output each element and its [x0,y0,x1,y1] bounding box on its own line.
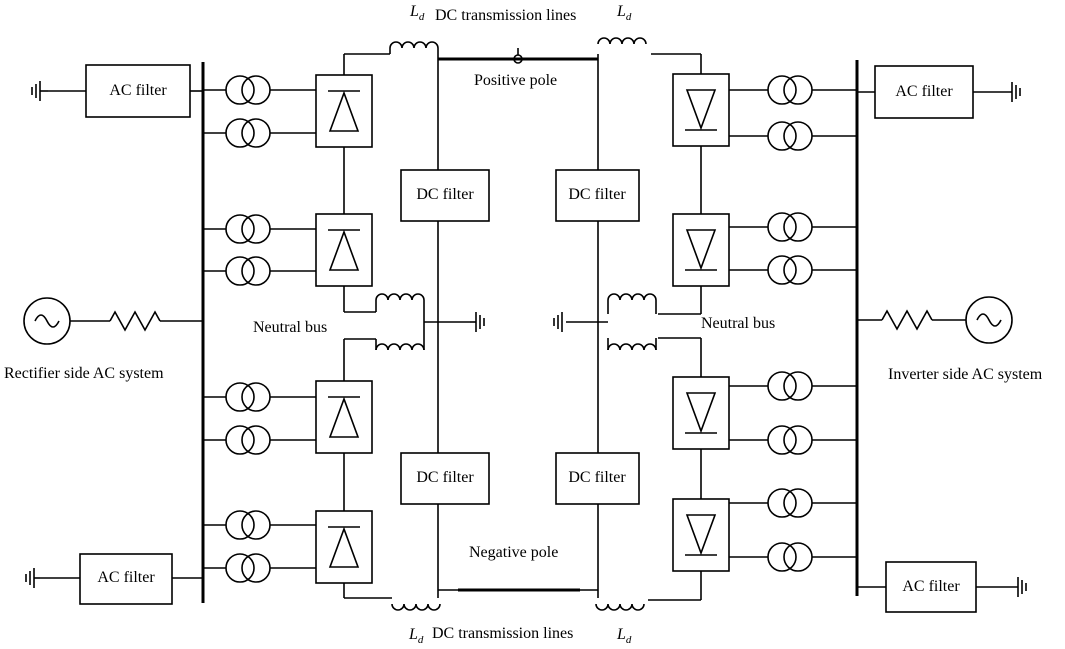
rect-group-0-valve-box [315,74,373,148]
ac-filter-bottom-left-box [79,553,173,605]
inv-group-1-valve-diode [685,229,717,271]
neutral-bus-right-label: Neutral bus [701,315,776,332]
rect-group-0-xfmr2-coil-b [241,118,271,148]
rect-group-1-xfmr2-coil-a [225,256,255,286]
neutral-bus-left-label: Neutral bus [253,319,328,336]
neutral-coil-left-bot [375,343,425,351]
negative-pole-label: Negative pole [469,544,559,561]
ac-filter-bottom-right-label: AC filter [902,578,960,595]
inv-group-0-xfmr1-coil-a [767,75,797,105]
inv-group-2-valve-diode [685,392,717,434]
dc-filter-bottom-left-box [400,452,490,505]
ld-top-right-label: Ld [617,3,632,24]
rect-group-3-xfmr1-coil-a [225,510,255,540]
rect-group-2-xfmr1-coil-a [225,382,255,412]
inductor-top-left [389,41,439,49]
inv-group-1-xfmr2-coil-a [767,255,797,285]
ac-filter-top-right-label: AC filter [895,83,953,100]
inv-group-2-valve-box [672,376,730,450]
rect-group-1-valve-diode [328,229,360,271]
ac-filter-bottom-left-label: AC filter [97,569,155,586]
ac-source-left-wave [34,314,60,328]
rect-group-3-xfmr1-coil-b [241,510,271,540]
inv-group-1-xfmr1-coil-b [783,212,813,242]
rect-group-2-valve-diode [328,396,360,438]
ld-bottom-right-label: Ld [617,626,632,647]
rect-group-2-xfmr2-coil-a [225,425,255,455]
rect-group-3-xfmr2-coil-b [241,553,271,583]
dc-lines-top-label: DC transmission lines [435,7,577,24]
rect-group-2-xfmr1-coil-b [241,382,271,412]
rect-group-1-xfmr1-coil-b [241,214,271,244]
inv-group-0-valve-diode [685,89,717,131]
inv-group-3-valve-diode [685,514,717,556]
inductor-bottom-left [391,603,441,611]
inductor-bottom-right [595,603,645,611]
inv-group-1-xfmr2-coil-b [783,255,813,285]
inv-group-2-xfmr2-coil-b [783,425,813,455]
dc-filter-bottom-left-label: DC filter [416,469,474,486]
positive-pole-label: Positive pole [474,72,558,89]
resistor-left [109,310,161,332]
inv-group-3-xfmr1-coil-b [783,488,813,518]
rect-group-0-valve-diode [328,90,360,132]
rect-group-3-xfmr2-coil-a [225,553,255,583]
dc-filter-top-right-box [555,169,640,222]
dc-filter-top-right-label: DC filter [568,186,626,203]
rect-group-1-valve-box [315,213,373,287]
rect-group-2-valve-box [315,380,373,454]
rect-group-0-xfmr2-coil-a [225,118,255,148]
inv-group-0-xfmr2-coil-b [783,121,813,151]
inv-group-3-xfmr2-coil-b [783,542,813,572]
neutral-coil-left-top [375,293,425,301]
inv-group-3-valve-box [672,498,730,572]
inv-group-2-xfmr2-coil-a [767,425,797,455]
rect-group-0-xfmr1-coil-b [241,75,271,105]
dc-filter-bottom-right-label: DC filter [568,469,626,486]
neutral-coil-right-bot [607,343,657,351]
inv-group-3-xfmr1-coil-a [767,488,797,518]
inv-group-2-xfmr1-coil-a [767,371,797,401]
rect-group-2-xfmr2-coil-b [241,425,271,455]
dc-lines-bottom-label: DC transmission lines [432,625,574,642]
dc-filter-top-left-box [400,169,490,222]
rect-group-1-xfmr1-coil-a [225,214,255,244]
inv-group-3-xfmr2-coil-a [767,542,797,572]
inv-group-1-valve-box [672,213,730,287]
ld-top-left-label: Ld [410,3,425,24]
inv-group-0-valve-box [672,73,730,147]
neutral-coil-right-top [607,293,657,301]
dc-filter-top-left-label: DC filter [416,186,474,203]
ac-filter-top-left-label: AC filter [109,82,167,99]
rect-group-0-xfmr1-coil-a [225,75,255,105]
ld-bottom-left-label: Ld [409,626,424,647]
inv-group-1-xfmr1-coil-a [767,212,797,242]
rect-group-3-valve-box [315,510,373,584]
inv-group-0-xfmr2-coil-a [767,121,797,151]
dc-filter-bottom-right-box [555,452,640,505]
ac-source-right-wave [976,313,1002,327]
inductor-top-right [597,37,647,45]
resistor-right [881,309,933,331]
rect-group-3-valve-diode [328,526,360,568]
inv-group-0-xfmr1-coil-b [783,75,813,105]
rectifier-side-label: Rectifier side AC system [4,365,164,382]
inverter-side-label: Inverter side AC system [888,366,1043,383]
inv-group-2-xfmr1-coil-b [783,371,813,401]
rect-group-1-xfmr2-coil-b [241,256,271,286]
